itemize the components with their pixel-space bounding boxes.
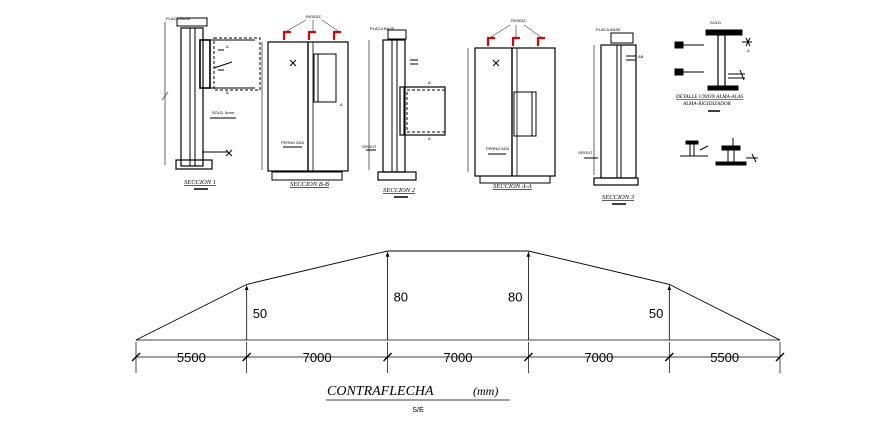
dimension-tick: [242, 352, 252, 362]
dimension-tick: [775, 352, 785, 362]
dimension-tick: [383, 352, 393, 362]
section-bb-leaders: [286, 19, 339, 32]
section-bb-annotations: RIGIDIZ. PERNO M20 A: [281, 14, 343, 145]
section-bb-stiffeners: [282, 30, 341, 40]
svg-text:SOLD.: SOLD.: [710, 20, 722, 25]
section-3-title: SECCION 3: [602, 194, 635, 201]
camber-rise-label: 50: [253, 306, 267, 321]
camber-rise-label: 80: [508, 290, 522, 305]
svg-text:PERNO M20: PERNO M20: [281, 140, 305, 145]
weld-detail-title-line2: ALMA-RIGIDIZADOR: [682, 101, 732, 107]
section-2-title: SECCION 2: [383, 187, 416, 194]
section-aa-stiffeners: [486, 36, 545, 46]
dimension-label: 7000: [584, 350, 613, 365]
dimension-label: 5500: [177, 350, 206, 365]
svg-text:PERNO M20: PERNO M20: [486, 146, 510, 151]
connection-sketch-left: [680, 140, 709, 157]
section-3-drawing: [584, 32, 639, 186]
svg-text:AB: AB: [638, 54, 644, 59]
section-1-annotations: PLACA BASE A B SOLD. 6mm: [166, 16, 235, 115]
dimension-label: 7000: [303, 350, 332, 365]
weld-detail-title-line1: DETALLE UNION ALMA-ALAS: [675, 94, 744, 100]
svg-text:GROUT: GROUT: [362, 144, 377, 149]
svg-text:SOLD. 6mm: SOLD. 6mm: [212, 110, 235, 115]
camber-diagram: 50 80 80 50 5500 7000 7000 7000 5500: [131, 250, 785, 373]
section-bb-title: SECCION B-B: [290, 181, 329, 188]
section-3-annotations: PLACA BASE AB GROUT: [578, 27, 644, 155]
camber-rise-label: 80: [394, 290, 408, 305]
svg-text:A: A: [340, 102, 343, 107]
svg-text:B: B: [226, 90, 229, 95]
dimension-tick: [131, 352, 141, 362]
svg-text:GROUT: GROUT: [578, 150, 593, 155]
svg-text:RIGIDIZ.: RIGIDIZ.: [511, 18, 527, 23]
section-bb-drawing: [261, 41, 349, 181]
dimension-tick: [664, 352, 674, 362]
svg-text:A: A: [428, 80, 431, 85]
weld-detail-drawing: [674, 29, 752, 91]
connection-sketch-right: [715, 138, 758, 166]
section-1-title: SECCION 1: [184, 179, 216, 186]
section-2-annotations: PLACA BASE A A GROUT: [362, 26, 431, 149]
camber-rise-label: 50: [649, 306, 663, 321]
svg-text:PLACA BASE: PLACA BASE: [370, 26, 395, 31]
dimension-tick: [523, 352, 533, 362]
svg-text:RIGIDIZ.: RIGIDIZ.: [306, 14, 322, 19]
section-aa-leaders: [490, 24, 542, 38]
svg-text:A: A: [747, 48, 750, 53]
dimension-label: 5500: [710, 350, 739, 365]
weld-detail-annotations: SOLD. A: [710, 20, 750, 53]
section-aa-annotations: RIGIDIZ. PERNO M20: [486, 18, 527, 151]
svg-text:PLACA BASE: PLACA BASE: [596, 27, 621, 32]
dimension-label: 7000: [444, 350, 473, 365]
camber-profile: [135, 250, 781, 341]
section-1-drawing: [161, 17, 261, 170]
section-aa-title: SECCION A-A: [493, 183, 532, 190]
svg-text:A: A: [428, 136, 431, 141]
section-2-drawing: [366, 29, 446, 181]
svg-text:A: A: [226, 44, 229, 49]
camber-title: CONTRAFLECHA: [327, 384, 434, 399]
section-aa-drawing: [467, 47, 556, 184]
camber-unit: (mm): [473, 384, 498, 398]
svg-text:PLACA BASE: PLACA BASE: [166, 16, 191, 21]
camber-scale-note: S/E: [412, 407, 424, 414]
